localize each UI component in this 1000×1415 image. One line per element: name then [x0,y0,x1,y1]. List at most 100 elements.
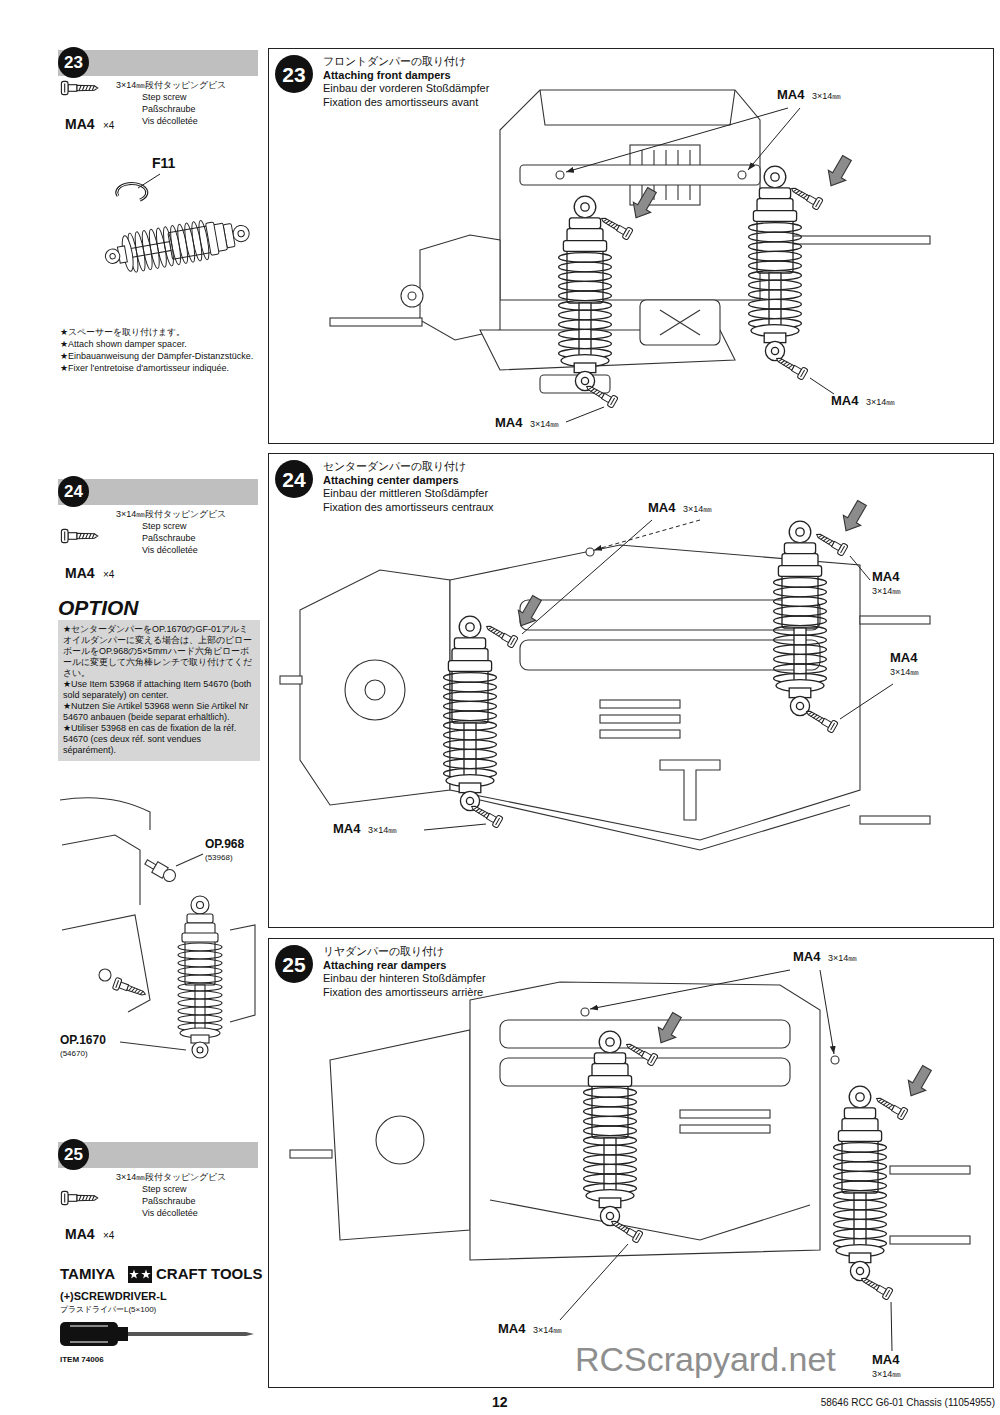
part-code: MA4 [872,570,899,585]
screw-size: 3×14㎜ [828,953,857,963]
center-damper-illustration [280,498,930,850]
step-panel: フロントダンパーの取り付けAttaching front dampersEinb… [268,48,994,444]
step-title: Attaching rear dampers [323,959,486,973]
part-code: MA4 [890,651,917,666]
option-note-panel: ★センターダンパーをOP.1670のGF-01アルミオイルダンパーに変える場合は… [58,620,260,761]
screw-name: Vis décolletée [116,1207,258,1219]
step-number-text: 23 [282,64,305,85]
part-code: MA4 [333,822,360,837]
screw-name: 3×14㎜段付タッピングビス [116,79,258,91]
step-number-text: 25 [282,954,305,975]
front-damper-illustration [330,90,930,422]
tool-name: プラスドライバーL(5×100) [60,1305,156,1314]
step-title: Fixation des amortisseurs arrière [323,986,486,1000]
tool-name: (+)SCREWDRIVER-L [60,1290,167,1303]
step-title: Attaching center dampers [323,474,494,488]
step-title: Fixation des amortisseurs avant [323,96,489,110]
step-title-block: センターダンパーの取り付けAttaching center dampersEin… [323,460,494,514]
part-code: MA4 [65,1226,95,1242]
step-number-text: 23 [64,54,83,71]
text-group: ★スペーサーを取り付けます。★Attach shown damper space… [60,326,258,374]
step-number: 25 [58,1139,89,1170]
part-code: MA4 [777,88,804,103]
note: ★Attach shown damper spacer. [60,338,258,350]
quantity: ×4 [103,569,114,581]
screw-name: Step screw [116,91,258,103]
screw-size: 3×14㎜ [530,419,559,429]
option-note-box: OPTION ★センターダンパーをOP.1670のGF-01アルミオイルダンパーに… [58,596,260,761]
option-note: ★Utiliser 53968 en cas de fixation de la… [63,723,255,756]
watermark: RCScrapyard.net [575,1340,836,1379]
part-code: MA4 [648,501,675,516]
option-part: OP.968 [205,838,244,852]
item-number: (53968) [205,853,233,862]
footer: 58646 RCC G6-01 Chassis (11054955) [821,1397,995,1409]
screw-name: 3×14㎜段付タッピングビス [116,508,258,520]
brand: CRAFT TOOLS [156,1265,262,1282]
part-code: MA4 [831,394,858,409]
option-heading: OPTION [58,596,260,620]
page-number: 12 [492,1394,508,1410]
step-title-block: リヤダンパーの取り付けAttaching rear dampersEinbau … [323,945,486,999]
screw-name: Paßschraube [116,532,258,544]
part-code: MA4 [793,950,820,965]
part-code: MA4 [872,1353,899,1368]
part-code: MA4 [498,1322,525,1337]
quantity: ×4 [103,1230,114,1242]
screw-size: 3×14㎜ [872,1369,901,1379]
screw-size: 3×14㎜ [890,667,919,677]
text-group: 3×14㎜段付タッピングビスStep screwPaßschraubeVis d… [116,1171,258,1219]
sidebar-step-23 [58,50,258,277]
step-title: Einbau der mittleren Stoßdämpfer [323,487,494,501]
screw-size: 3×14㎜ [866,397,895,407]
screw-size: 3×14㎜ [533,1325,562,1335]
step-title: フロントダンパーの取り付け [323,55,489,69]
item-number: (54670) [60,1049,88,1058]
option-illustration [60,798,255,1058]
screw-name: Paßschraube [116,1195,258,1207]
note: ★Einbauanweisung der Dämpfer-Distanzstüc… [60,350,258,362]
screw-name: Vis décolletée [116,115,258,127]
step-number: 24 [275,460,313,498]
step-title: Einbau der hinteren Stoßdämpfer [323,972,486,986]
screw-name: Step screw [116,1183,258,1195]
step-number: 24 [58,476,89,507]
screw-name: Vis décolletée [116,544,258,556]
step-number-text: 25 [64,1146,83,1163]
text-group: 3×14㎜段付タッピングビスStep screwPaßschraubeVis d… [116,79,258,127]
part-code: MA4 [65,116,95,132]
option-note: ★Use Item 53968 if attaching Item 54670 … [63,679,255,701]
screw-name: Paßschraube [116,103,258,115]
step-number: 23 [58,47,89,78]
rear-damper-illustration [290,970,970,1351]
step-number: 23 [275,55,313,93]
part-code: MA4 [495,416,522,431]
screw-size: 3×14㎜ [872,586,901,596]
step-number-text: 24 [282,469,305,490]
step-number-text: 24 [64,483,83,500]
screw-name: 3×14㎜段付タッピングビス [116,1171,258,1183]
step-panel: センターダンパーの取り付けAttaching center dampersEin… [268,453,994,928]
step-title: Attaching front dampers [323,69,489,83]
screw-size: 3×14㎜ [368,825,397,835]
step-number: 25 [275,945,313,983]
option-note: ★Nutzen Sie Artikel 53968 wenn Sie Artik… [63,701,255,723]
screw-name: Step screw [116,520,258,532]
screw-size: 3×14㎜ [812,91,841,101]
quantity: ×4 [103,120,114,132]
item-number: ITEM 74006 [60,1355,104,1364]
note: ★スペーサーを取り付けます。 [60,326,258,338]
part-code: F11 [152,155,175,171]
step-title: Fixation des amortisseurs centraux [323,501,494,515]
option-note: ★センターダンパーをOP.1670のGF-01アルミオイルダンパーに変える場合は… [63,624,255,679]
note: ★Fixer l'entretoise d'amortisseur indiqu… [60,362,258,374]
step-title: リヤダンパーの取り付け [323,945,486,959]
screw-size: 3×14㎜ [683,504,712,514]
step-panel: リヤダンパーの取り付けAttaching rear dampersEinbau … [268,938,994,1388]
option-part: OP.1670 [60,1034,106,1048]
step-title-block: フロントダンパーの取り付けAttaching front dampersEinb… [323,55,489,109]
text-group: 3×14㎜段付タッピングビスStep screwPaßschraubeVis d… [116,508,258,556]
part-code: MA4 [65,565,95,581]
brand: TAMIYA [60,1265,115,1282]
